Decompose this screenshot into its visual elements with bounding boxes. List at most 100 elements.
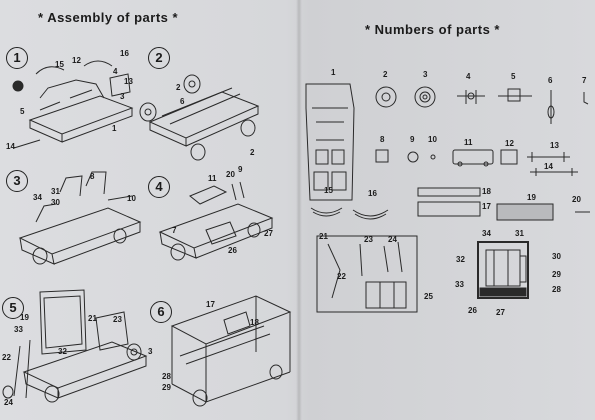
part-number: 16 xyxy=(368,189,377,198)
step2-chassis-drawing xyxy=(139,74,260,161)
part-number: 19 xyxy=(527,193,536,202)
callout-label: 4 xyxy=(113,67,118,76)
part-number: 10 xyxy=(428,135,437,144)
callout-label: 19 xyxy=(20,313,29,322)
callout-label: 34 xyxy=(33,193,42,202)
part6-steering xyxy=(547,90,555,124)
callout-label: 16 xyxy=(120,49,129,58)
part-number: 33 xyxy=(455,280,464,289)
part-number: 17 xyxy=(482,202,491,211)
part-number: 18 xyxy=(482,187,491,196)
part-number: 15 xyxy=(324,186,333,195)
decal-sheet xyxy=(477,241,529,299)
callout-label: 24 xyxy=(4,398,13,407)
callout-label: 10 xyxy=(127,194,136,203)
part12-part xyxy=(500,149,518,165)
part8-seat xyxy=(375,149,389,163)
part-number: 3 xyxy=(423,70,428,79)
part-number: 6 xyxy=(548,76,553,85)
callout-label: 5 xyxy=(20,107,25,116)
part-number: 8 xyxy=(380,135,385,144)
step1-chassis-drawing xyxy=(12,60,134,149)
page-fold xyxy=(296,0,302,420)
part16-spring xyxy=(352,209,389,220)
part2-wheel xyxy=(375,86,397,108)
part18-bar xyxy=(417,187,481,197)
part-number: 4 xyxy=(466,72,471,81)
part-number: 30 xyxy=(552,252,561,261)
part-number: 13 xyxy=(550,141,559,150)
part-number: 31 xyxy=(515,229,524,238)
numbers-title: * Numbers of parts * xyxy=(365,22,500,37)
part14-rail xyxy=(530,168,578,176)
part-number: 24 xyxy=(388,235,397,244)
part10-knob xyxy=(430,154,436,160)
part-number: 22 xyxy=(337,272,346,281)
step3-body-drawing xyxy=(18,171,142,265)
sprue-frame xyxy=(316,235,418,313)
callout-label: 15 xyxy=(55,60,64,69)
callout-label: 27 xyxy=(264,229,273,238)
part15-spring xyxy=(310,207,343,217)
callout-label: 21 xyxy=(88,314,97,323)
callout-label: 1 xyxy=(112,124,117,133)
callout-label: 17 xyxy=(206,300,215,309)
part4-axle xyxy=(457,90,485,104)
part-number: 25 xyxy=(424,292,433,301)
part-number: 1 xyxy=(331,68,336,77)
part-number: 21 xyxy=(319,232,328,241)
callout-label: 26 xyxy=(228,246,237,255)
step4-body-drawing xyxy=(158,181,274,261)
step-number: 3 xyxy=(6,170,28,192)
part-number: 12 xyxy=(505,139,514,148)
callout-label: 9 xyxy=(238,165,243,174)
part-number: 9 xyxy=(410,135,415,144)
callout-label: 30 xyxy=(51,198,60,207)
part3-wheel xyxy=(414,86,436,108)
callout-label: 6 xyxy=(180,97,185,106)
callout-label: 7 xyxy=(172,226,177,235)
callout-label: 2 xyxy=(250,148,255,157)
part-number: 5 xyxy=(511,72,516,81)
callout-label: 18 xyxy=(250,318,259,327)
part-number: 32 xyxy=(456,255,465,264)
callout-label: 14 xyxy=(6,142,15,151)
callout-label: 31 xyxy=(51,187,60,196)
callout-label: 12 xyxy=(72,56,81,65)
part-number: 26 xyxy=(468,306,477,315)
part19-canvas xyxy=(496,203,554,221)
step6-body-drawing xyxy=(170,295,292,407)
callout-label: 29 xyxy=(162,383,171,392)
part-number: 28 xyxy=(552,285,561,294)
part-number: 2 xyxy=(383,70,388,79)
part-number: 14 xyxy=(544,162,553,171)
callout-label: 23 xyxy=(113,315,122,324)
step-number: 1 xyxy=(6,47,28,69)
callout-label: 22 xyxy=(2,353,11,362)
callout-label: 28 xyxy=(162,372,171,381)
step-number: 6 xyxy=(150,301,172,323)
step5-body-drawing xyxy=(2,289,148,403)
assembly-title: * Assembly of parts * xyxy=(38,10,179,25)
part5-axle xyxy=(498,88,532,102)
part13-rail xyxy=(527,152,570,162)
step-number: 4 xyxy=(148,176,170,198)
part-number: 23 xyxy=(364,235,373,244)
part-number: 20 xyxy=(572,195,581,204)
callout-label: 13 xyxy=(124,77,133,86)
part7-small xyxy=(583,92,589,105)
part-number: 29 xyxy=(552,270,561,279)
callout-label: 3 xyxy=(120,92,125,101)
callout-label: 11 xyxy=(208,174,217,183)
callout-label: 33 xyxy=(14,325,23,334)
part-number: 34 xyxy=(482,229,491,238)
callout-label: 3 xyxy=(148,347,153,356)
step-number: 2 xyxy=(148,47,170,69)
part-number: 11 xyxy=(464,138,473,147)
callout-label: 20 xyxy=(226,170,235,179)
part11-bumper xyxy=(452,149,494,167)
callout-label: 8 xyxy=(90,172,95,181)
part17-bar xyxy=(417,201,481,217)
